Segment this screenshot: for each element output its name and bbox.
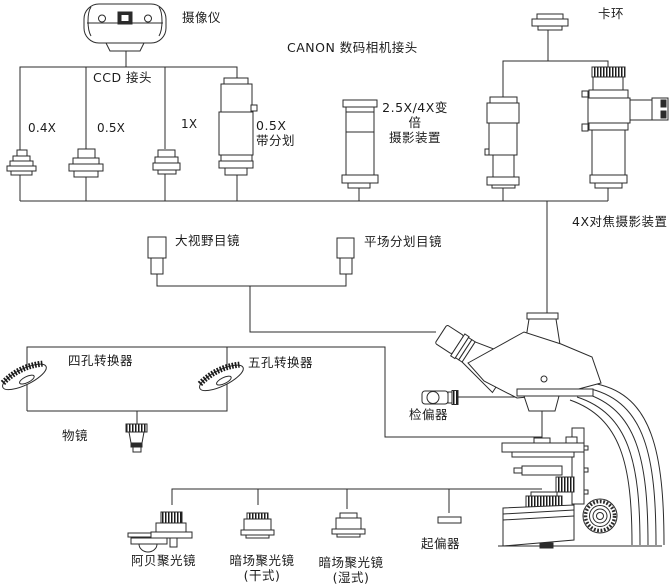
zoom-device-label-line2: 摄影装置 xyxy=(388,130,441,145)
darkfield-wet-label-line2: (湿式) xyxy=(332,570,370,585)
camera-label: 摄像仪 xyxy=(182,10,222,25)
clamp-ring-label: 卡环 xyxy=(598,6,625,21)
zoom-device-label: 2.5X/4X变倍 摄影装置 xyxy=(378,100,452,145)
adapter-04x-icon xyxy=(6,149,37,176)
zoom-device-label-line1: 2.5X/4X变倍 xyxy=(382,100,448,130)
polarizer-icon xyxy=(437,516,462,524)
adapter-05x-label: 0.5X xyxy=(97,121,126,135)
polarizer-label: 起偏器 xyxy=(421,536,461,551)
connection-lines xyxy=(19,30,609,513)
widefield-eyepiece-icon xyxy=(147,236,167,275)
abbe-condenser-label: 阿贝聚光镜 xyxy=(131,553,197,568)
adapter-1x-icon xyxy=(152,149,181,175)
canon-adapter-label: CANON 数码相机接头 xyxy=(287,40,418,55)
focus-device-label: 4X对焦摄影装置 xyxy=(572,214,668,229)
ccd-adapter-label: CCD 接头 xyxy=(93,70,153,85)
darkfield-dry-label-line1: 暗场聚光镜 xyxy=(229,553,295,568)
microscope-icon xyxy=(435,312,665,549)
reticle-adapter-label-line1: 0.5X xyxy=(256,118,287,133)
nosepiece-5-icon xyxy=(197,361,244,392)
analyzer-label: 检偏器 xyxy=(409,407,449,422)
nosepiece-4-icon xyxy=(0,360,47,391)
reticle-adapter-label-line2: 带分划 xyxy=(256,133,296,148)
reticle-adapter-icon xyxy=(218,77,258,176)
nosepiece-4-label: 四孔转换器 xyxy=(68,353,134,368)
clamp-ring-icon xyxy=(531,13,569,31)
plan-reticle-eyepiece-label: 平场分划目镜 xyxy=(364,234,443,249)
adapter-04x-label: 0.4X xyxy=(28,121,57,135)
objective-icon xyxy=(125,423,148,453)
darkfield-wet-label: 暗场聚光镜 (湿式) xyxy=(310,555,392,585)
photo-adapter-icon xyxy=(484,96,520,189)
darkfield-wet-icon xyxy=(331,512,366,538)
nosepiece-5-label: 五孔转换器 xyxy=(248,355,314,370)
zoom-photo-device-icon xyxy=(341,99,379,189)
plan-reticle-eyepiece-icon xyxy=(336,237,355,275)
analyzer-icon xyxy=(421,390,459,405)
darkfield-dry-label: 暗场聚光镜 (干式) xyxy=(222,553,302,583)
darkfield-dry-icon xyxy=(240,512,275,539)
abbe-condenser-icon xyxy=(127,511,193,553)
reticle-adapter-label: 0.5X 带分划 xyxy=(256,118,295,148)
camera-icon xyxy=(83,3,167,52)
widefield-eyepiece-label: 大视野目镜 xyxy=(175,233,241,248)
objective-label: 物镜 xyxy=(62,428,89,443)
adapter-05x-icon xyxy=(68,148,104,178)
focus-photo-device-icon xyxy=(581,66,669,189)
adapter-1x-label: 1X xyxy=(181,117,198,131)
darkfield-wet-label-line1: 暗场聚光镜 xyxy=(318,555,384,570)
darkfield-dry-label-line2: (干式) xyxy=(243,568,281,583)
